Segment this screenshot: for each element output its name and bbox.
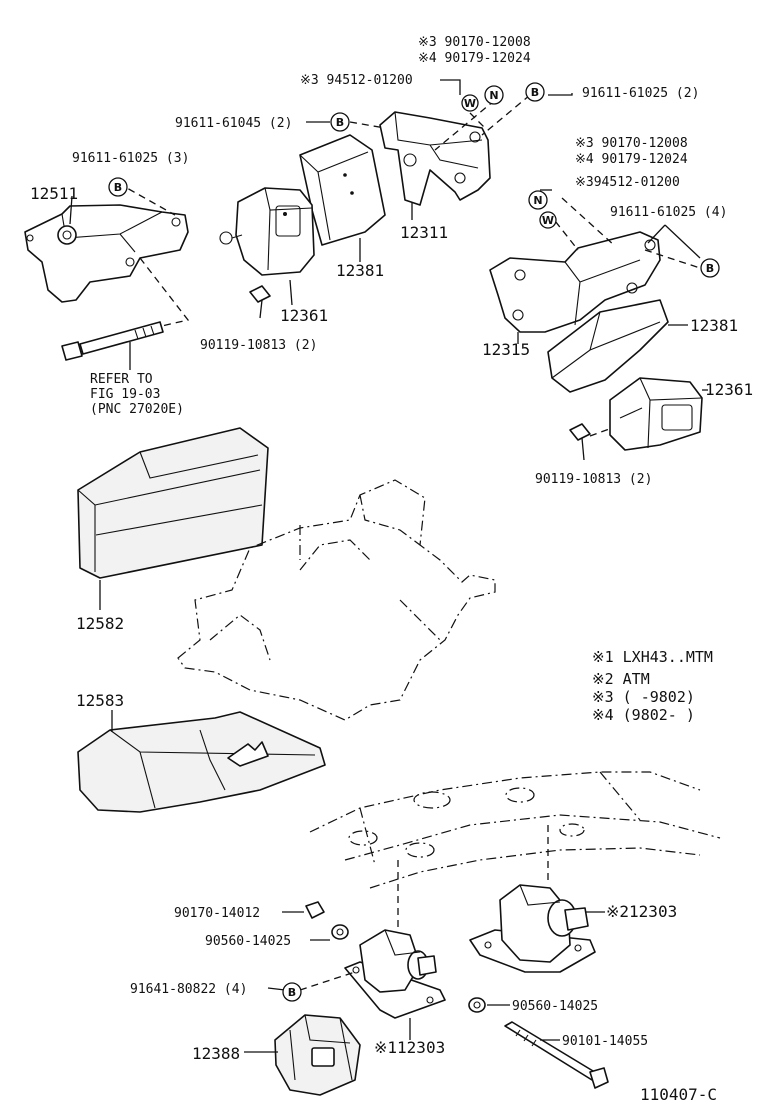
bolt-symbol-icon: B	[330, 112, 350, 132]
washer-symbol-icon: W	[539, 211, 557, 229]
svg-text:B: B	[706, 262, 714, 275]
svg-text:B: B	[336, 116, 344, 129]
transmission-cover-12583	[77, 711, 326, 813]
label-91611-61045-2: 91611-61045 (2)	[175, 116, 292, 131]
label-90560-14025-left: 90560-14025	[205, 934, 291, 949]
frame-crossmember-phantom	[309, 771, 721, 889]
nut-symbol-icon: N	[484, 85, 504, 105]
figure-id: 110407-C	[640, 1085, 717, 1104]
nut-symbol-icon: N	[528, 190, 548, 210]
bolt-symbol-icon: B	[700, 258, 720, 278]
label-90119-10813-left: 90119-10813 (2)	[200, 338, 317, 353]
label-212303: ※212303	[606, 902, 677, 921]
label-12583: 12583	[76, 691, 124, 710]
long-bolt-refer-fig-19-03	[61, 321, 164, 361]
label-12511: 12511	[30, 184, 78, 203]
svg-text:W: W	[464, 97, 476, 110]
engine-mount-bracket-12315	[489, 231, 661, 333]
svg-text:B: B	[114, 181, 122, 194]
label-12381-right: 12381	[690, 316, 738, 335]
washer-90560-14025-left	[310, 924, 349, 941]
label-12388: 12388	[192, 1044, 240, 1063]
washer-90560-14025-right	[468, 997, 510, 1013]
bolt-90101-14055	[504, 1021, 609, 1089]
insulator-pad-12381-left	[299, 134, 386, 246]
refer-note-line2: FIG 19-03	[90, 387, 160, 402]
legend-item-2: ※2 ATM	[592, 670, 650, 688]
label-12311: 12311	[400, 223, 448, 242]
engine-rear-mount-112303	[344, 929, 446, 1019]
label-91611-61025-2: 91611-61025 (2)	[582, 86, 699, 101]
label-90560-14025-right: 90560-14025	[512, 999, 598, 1014]
engine-insulator-12361-right	[609, 377, 703, 451]
label-90101-14055: 90101-14055	[562, 1034, 648, 1049]
label-90170-12008-top: ※3 90170-12008	[418, 35, 531, 50]
svg-text:B: B	[288, 986, 296, 999]
bolt-symbol-icon: B	[525, 82, 545, 102]
label-94512-01200-top: ※3 94512-01200	[300, 73, 413, 88]
engine-mount-bracket-12511	[24, 204, 189, 303]
washer-symbol-icon: W	[461, 94, 479, 112]
label-91611-61025-4: 91611-61025 (4)	[610, 205, 727, 220]
label-90179-12024-top: ※4 90179-12024	[418, 51, 531, 66]
transmission-phantom-outline	[177, 479, 496, 721]
label-91641-80822-4: 91641-80822 (4)	[130, 982, 247, 997]
bolt-symbol-icon: B	[282, 982, 302, 1002]
label-90119-10813-right: 90119-10813 (2)	[535, 472, 652, 487]
svg-text:W: W	[542, 214, 554, 227]
label-90170-14012: 90170-14012	[174, 906, 260, 921]
label-90170-12008-right: ※3 90170-12008	[575, 136, 688, 151]
transmission-cover-12582	[77, 427, 269, 579]
engine-insulator-12361-left	[219, 187, 315, 276]
legend-item-4: ※4 (9802- )	[592, 706, 695, 724]
label-12381-left: 12381	[336, 261, 384, 280]
engine-mount-bracket-12311	[379, 111, 491, 206]
engine-rear-mount-212303	[469, 884, 596, 973]
label-12361-right: 12361	[705, 380, 753, 399]
refer-note-line3: (PNC 27020E)	[90, 402, 184, 417]
label-12315: 12315	[482, 340, 530, 359]
svg-text:N: N	[489, 89, 498, 102]
insulator-pad-12381-right	[547, 299, 669, 393]
label-90179-12024-right: ※4 90179-12024	[575, 152, 688, 167]
label-12582: 12582	[76, 614, 124, 633]
bolt-90119-left	[249, 285, 271, 319]
svg-text:N: N	[533, 194, 542, 207]
refer-note-line1: REFER TO	[90, 372, 153, 387]
label-112303: ※112303	[374, 1038, 445, 1057]
bolt-90119-right	[569, 423, 591, 461]
label-91611-61025-3: 91611-61025 (3)	[72, 151, 189, 166]
bolt-symbol-icon: B	[108, 177, 128, 197]
label-12361-left: 12361	[280, 306, 328, 325]
legend-item-1: ※1 LXH43..MTM	[592, 648, 713, 666]
bushing-12388	[274, 1014, 361, 1096]
label-94512-01200-right: ※394512-01200	[575, 175, 680, 190]
nut-90170-14012	[282, 901, 325, 919]
svg-text:B: B	[531, 86, 539, 99]
legend-item-3: ※3 ( -9802)	[592, 688, 695, 706]
